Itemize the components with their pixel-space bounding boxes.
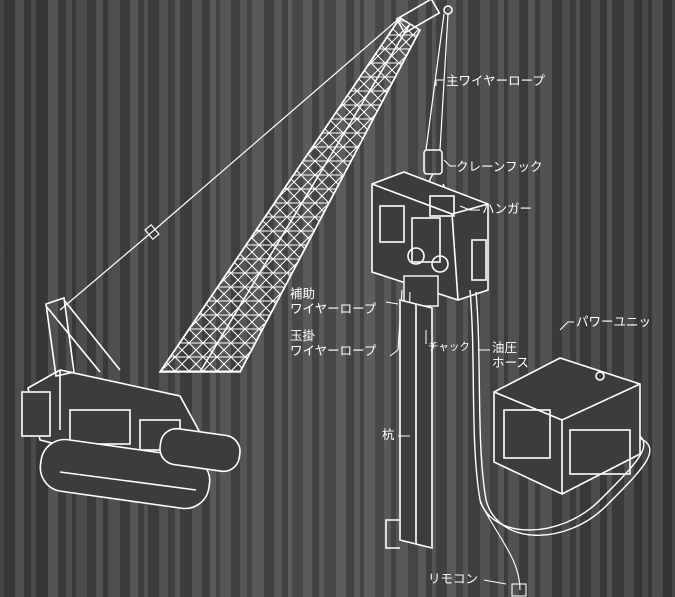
background-stripe — [540, 0, 552, 597]
background-stripe — [570, 0, 576, 597]
background-stripe — [282, 0, 288, 597]
background-stripe — [4, 0, 15, 597]
background-stripe — [663, 0, 672, 597]
background-stripe — [168, 0, 175, 597]
background-stripe — [591, 0, 600, 597]
boom-pendant-rope — [59, 15, 403, 311]
background-stripe — [535, 0, 540, 597]
background-stripe — [108, 0, 120, 597]
background-stripe — [552, 0, 562, 597]
background-stripe — [463, 0, 468, 597]
label-hydraulic-hose-line1: 油圧 — [492, 340, 518, 355]
background-stripe — [103, 0, 108, 597]
background-stripe — [96, 0, 103, 597]
label-power-unit: パワーユニッ — [576, 314, 652, 329]
background-stripe — [312, 0, 319, 597]
background-stripe — [519, 0, 528, 597]
background-stripe — [375, 0, 384, 597]
background-stripe — [498, 0, 504, 597]
background-stripe — [391, 0, 396, 597]
hydraulic-hose — [469, 289, 651, 536]
background-stripe — [159, 0, 168, 597]
background-stripe — [144, 0, 148, 597]
background-stripe — [562, 0, 570, 597]
background-stripe — [319, 0, 324, 597]
background-stripe — [138, 0, 144, 597]
background-stripe — [360, 0, 364, 597]
background-stripe — [288, 0, 292, 597]
background-stripe — [468, 0, 480, 597]
background-stripe — [31, 0, 36, 597]
label-aux-wire-line2: ワイヤーロープ — [290, 301, 377, 316]
vibro-hammer — [371, 171, 489, 301]
background-stripe — [364, 0, 375, 597]
background-stripe — [607, 0, 612, 597]
background-stripe — [130, 0, 138, 597]
background-stripe — [580, 0, 591, 597]
background-stripe — [634, 0, 642, 597]
label-remote: リモコン — [428, 571, 479, 586]
label-sling-wire-line1: 玉掛 — [290, 328, 316, 343]
background-stripe — [120, 0, 130, 597]
label-hydraulic-hose: 油圧 ホース — [492, 340, 529, 370]
label-aux-wire-rope: 補助 ワイヤーロープ — [290, 286, 376, 316]
background-stripe — [648, 0, 652, 597]
background-stripe — [504, 0, 508, 597]
background-stripe — [336, 0, 346, 597]
background-stripe — [87, 0, 96, 597]
label-hanger: ハンガー — [482, 201, 533, 216]
background-stripe — [490, 0, 498, 597]
background-stripe — [642, 0, 648, 597]
background-stripe — [76, 0, 87, 597]
crawler-track — [39, 427, 241, 510]
label-pile: 杭 — [382, 427, 395, 442]
background-stripe — [612, 0, 624, 597]
background-stripe — [0, 0, 4, 597]
background-stripe — [600, 0, 607, 597]
background-stripe — [192, 0, 202, 597]
background-stripe — [384, 0, 391, 597]
crane-boom — [158, 0, 453, 373]
background-stripe — [480, 0, 490, 597]
background-stripe — [528, 0, 535, 597]
label-hydraulic-hose-line2: ホース — [492, 355, 529, 370]
background-stripe — [354, 0, 360, 597]
background-stripe — [292, 0, 303, 597]
label-main-wire-rope: 主ワイヤーロープ — [446, 73, 545, 88]
background-stripe — [66, 0, 72, 597]
pile — [385, 298, 433, 550]
background-stripe — [24, 0, 31, 597]
background-stripe — [36, 0, 48, 597]
power-unit — [493, 357, 641, 495]
background-stripe — [48, 0, 58, 597]
background-stripe — [672, 0, 675, 597]
background-stripe — [624, 0, 634, 597]
background-stripe — [148, 0, 159, 597]
background-stripe — [202, 0, 210, 597]
background-stripe — [508, 0, 519, 597]
background-stripe — [576, 0, 580, 597]
remote-cable — [479, 501, 527, 597]
background-stripe — [346, 0, 354, 597]
background-stripe — [15, 0, 24, 597]
label-sling-wire-line2: ワイヤーロープ — [290, 343, 377, 358]
background-stripe — [652, 0, 663, 597]
label-chuck: チャック — [428, 341, 470, 353]
main-wire-rope — [425, 13, 449, 151]
background-stripe — [303, 0, 312, 597]
label-aux-wire-line1: 補助 — [290, 286, 316, 301]
background-stripe — [175, 0, 180, 597]
label-crane-hook: クレーンフック — [456, 159, 543, 174]
label-sling-wire-rope: 玉掛 ワイヤーロープ — [290, 328, 376, 358]
background-stripe — [436, 0, 447, 597]
leader-lines — [385, 79, 574, 585]
